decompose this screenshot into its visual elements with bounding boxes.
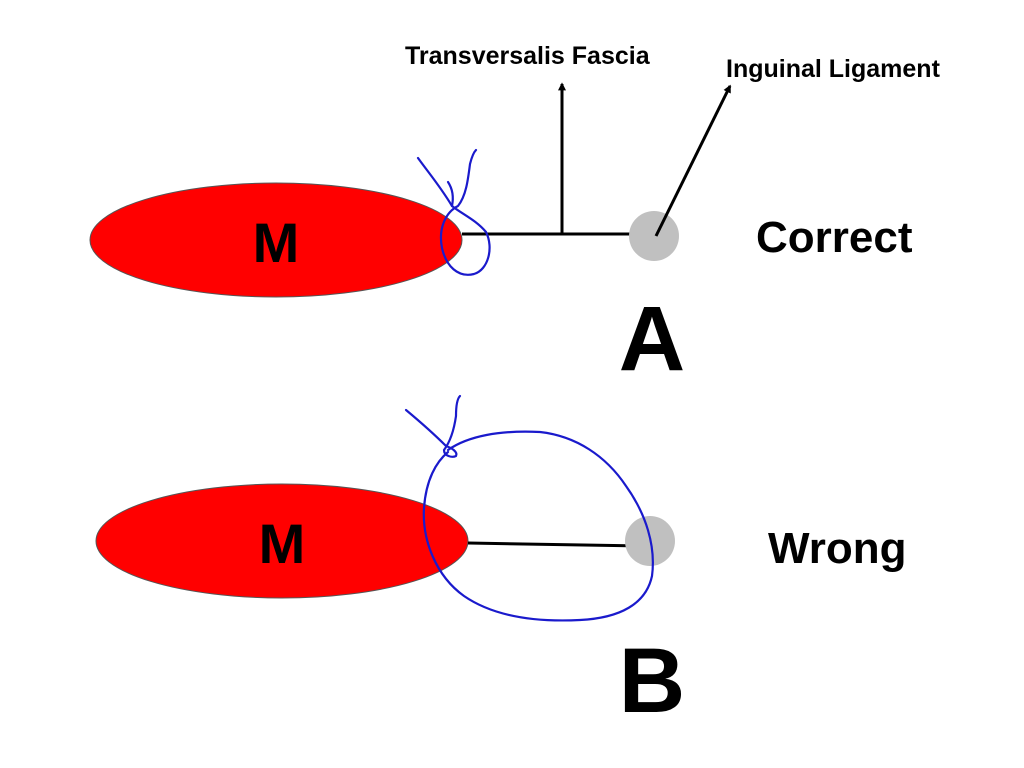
muscle-ellipse-b [95, 483, 469, 599]
transversalis-fascia-label: Transversalis Fascia [405, 42, 651, 70]
panel-label-a: A [619, 288, 685, 390]
muscle-label-b: M [259, 512, 306, 575]
panel-a: M Correct A [89, 82, 913, 390]
connecting-line-b [467, 541, 641, 548]
inguinal-ligament-label: Inguinal Ligament [726, 55, 941, 83]
muscle-label-a: M [253, 211, 300, 274]
muscle-ellipse-a [89, 182, 463, 298]
panel-label-b: B [619, 630, 685, 732]
suture-knot-b [404, 394, 462, 458]
inguinal-ligament-arrow [654, 84, 732, 237]
status-correct: Correct [756, 213, 913, 262]
panel-b: M Wrong B [95, 394, 907, 732]
status-wrong: Wrong [768, 524, 907, 573]
inguinal-ligament-circle-a [629, 211, 679, 261]
suture-loop-b [422, 430, 654, 622]
suture-loop-a [416, 148, 491, 276]
suture-tail-a [446, 180, 454, 208]
